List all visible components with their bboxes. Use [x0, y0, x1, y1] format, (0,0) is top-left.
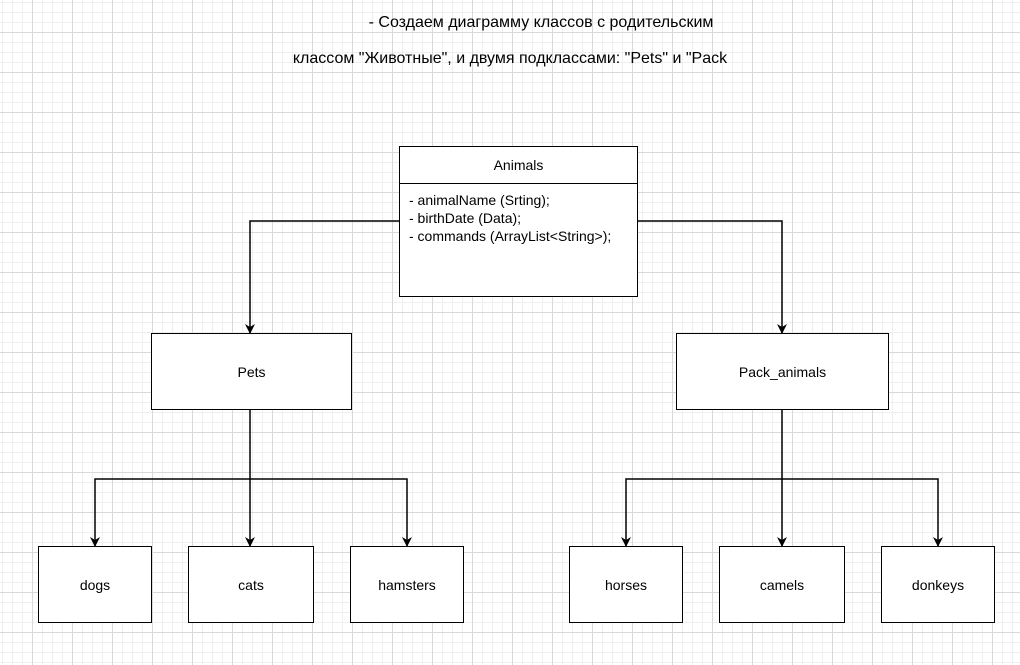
edge-animals-to-pack: [637, 220, 787, 334]
class-animals[interactable]: Animals - animalName (Srting); - birthDa…: [399, 146, 638, 297]
edge-pets-to-hamsters: [250, 478, 412, 547]
edge-animals-to-pets: [245, 220, 400, 334]
node-dogs[interactable]: dogs: [38, 546, 152, 623]
class-animals-attributes: - animalName (Srting); - birthDate (Data…: [400, 184, 637, 245]
edge-pack-to-horses: [621, 478, 782, 547]
attribute-birth-date: - birthDate (Data);: [409, 210, 522, 226]
node-cats[interactable]: cats: [188, 546, 314, 623]
attribute-commands: - commands (ArrayList<String>);: [409, 228, 612, 244]
class-animals-header: Animals: [400, 147, 637, 184]
node-camels[interactable]: camels: [719, 546, 845, 623]
edge-pack-to-donkeys: [782, 478, 943, 547]
diagram-title-line-2: классом "Животные", и двумя подклассами:…: [292, 50, 728, 67]
node-pets[interactable]: Pets: [151, 333, 352, 410]
node-pack-animals[interactable]: Pack_animals: [676, 333, 889, 410]
node-horses[interactable]: horses: [569, 546, 683, 623]
diagram-title-line-1: - Создаем диаграмму классов с родительск…: [368, 14, 714, 31]
attribute-animal-name: - animalName (Srting);: [409, 192, 550, 208]
node-donkeys[interactable]: donkeys: [881, 546, 995, 623]
node-hamsters[interactable]: hamsters: [350, 546, 464, 623]
edge-pets-to-dogs: [90, 478, 250, 547]
